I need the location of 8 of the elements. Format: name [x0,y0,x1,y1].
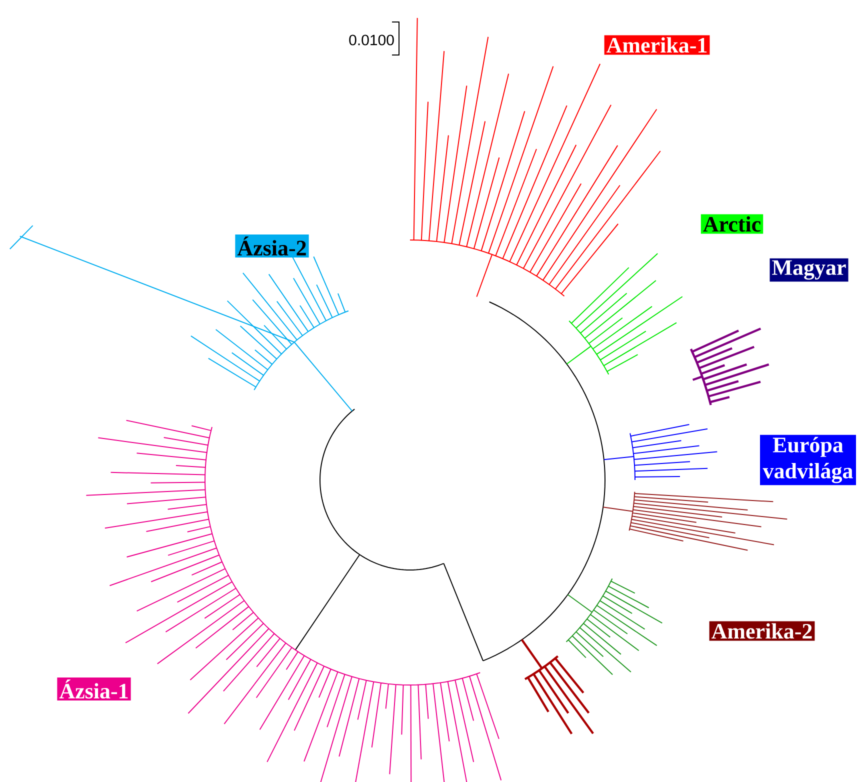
clade-label: Európa vadvilága [760,434,856,486]
clade-label: Amerika-2 [709,621,815,641]
clade-label: Magyar [770,258,848,282]
clade-label: Ázsia-2 [235,234,309,258]
clade-label: Arctic [700,214,764,234]
scale-label: 0.0100 [349,34,394,46]
clade-label: Ázsia-1 [57,677,131,701]
clade-label: Amerika-1 [604,35,710,55]
